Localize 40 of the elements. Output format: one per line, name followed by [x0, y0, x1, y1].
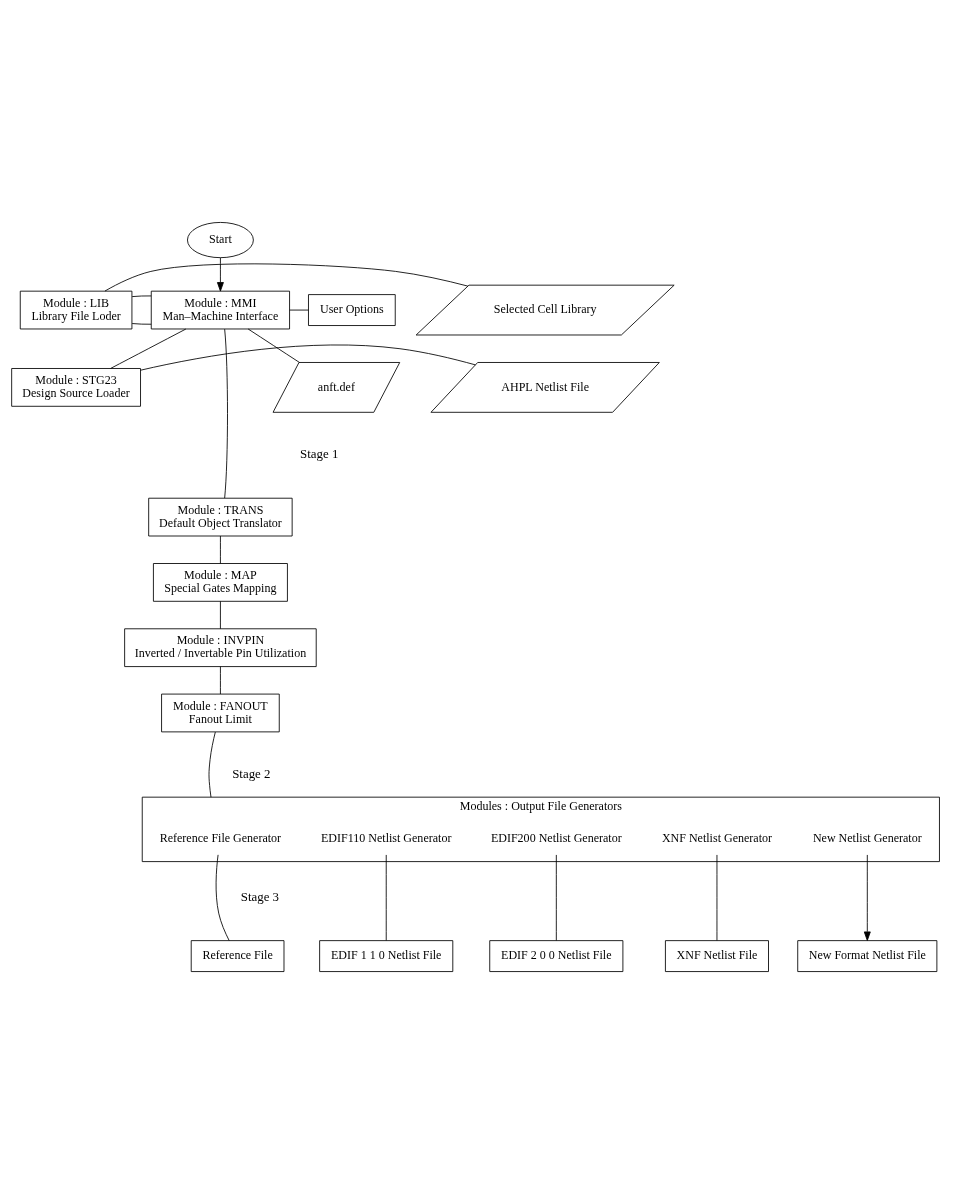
connector [208, 731, 216, 798]
node-box: Module : MAP Special Gates Mapping [153, 563, 288, 602]
node-box: Module : FANOUT Fanout Limit [161, 693, 280, 733]
node-box: New Format Netlist File [797, 940, 938, 972]
node-ellipse: Start [187, 222, 254, 259]
node-box: XNF Netlist File [665, 940, 769, 972]
connector [220, 535, 221, 564]
connector [555, 854, 557, 941]
connector [224, 328, 228, 499]
connector [131, 295, 152, 298]
node-text: EDIF110 Netlist Generator [321, 831, 452, 846]
node-box: Module : TRANS Default Object Translator [148, 497, 293, 537]
connector [247, 328, 300, 363]
connector [220, 600, 221, 630]
connector [220, 666, 221, 695]
label: Stage 3 [240, 889, 280, 904]
node-box: EDIF 2 0 0 Netlist File [489, 940, 624, 972]
node-box: EDIF 1 1 0 Netlist File [319, 940, 454, 972]
connector [104, 263, 469, 292]
node-text: Reference File Generator [159, 831, 282, 846]
node-text: EDIF200 Netlist Generator [490, 831, 622, 846]
node-box: User Options [308, 294, 396, 326]
label: Stage 1 [300, 447, 339, 462]
arrow [863, 854, 871, 941]
connector [289, 309, 309, 311]
connector [716, 854, 718, 941]
node-box: Module : STG23 Design Source Loader [11, 368, 141, 407]
label: Stage 2 [232, 766, 271, 781]
node-text: XNF Netlist Generator [661, 831, 773, 846]
connector [215, 854, 230, 941]
connector [110, 328, 187, 369]
node-text: New Netlist Generator [812, 831, 922, 846]
node-box: Reference File [190, 940, 285, 972]
node-box: Module : MMI Man–Machine Interface [150, 290, 290, 330]
arrow [217, 257, 224, 292]
connector [131, 323, 152, 325]
node-box: Module : INVPIN Inverted / Invertable Pin Utilization [124, 628, 317, 667]
connector [140, 344, 476, 371]
node-box: Module : LIB Library File Loder [19, 290, 133, 330]
connector [385, 854, 387, 941]
